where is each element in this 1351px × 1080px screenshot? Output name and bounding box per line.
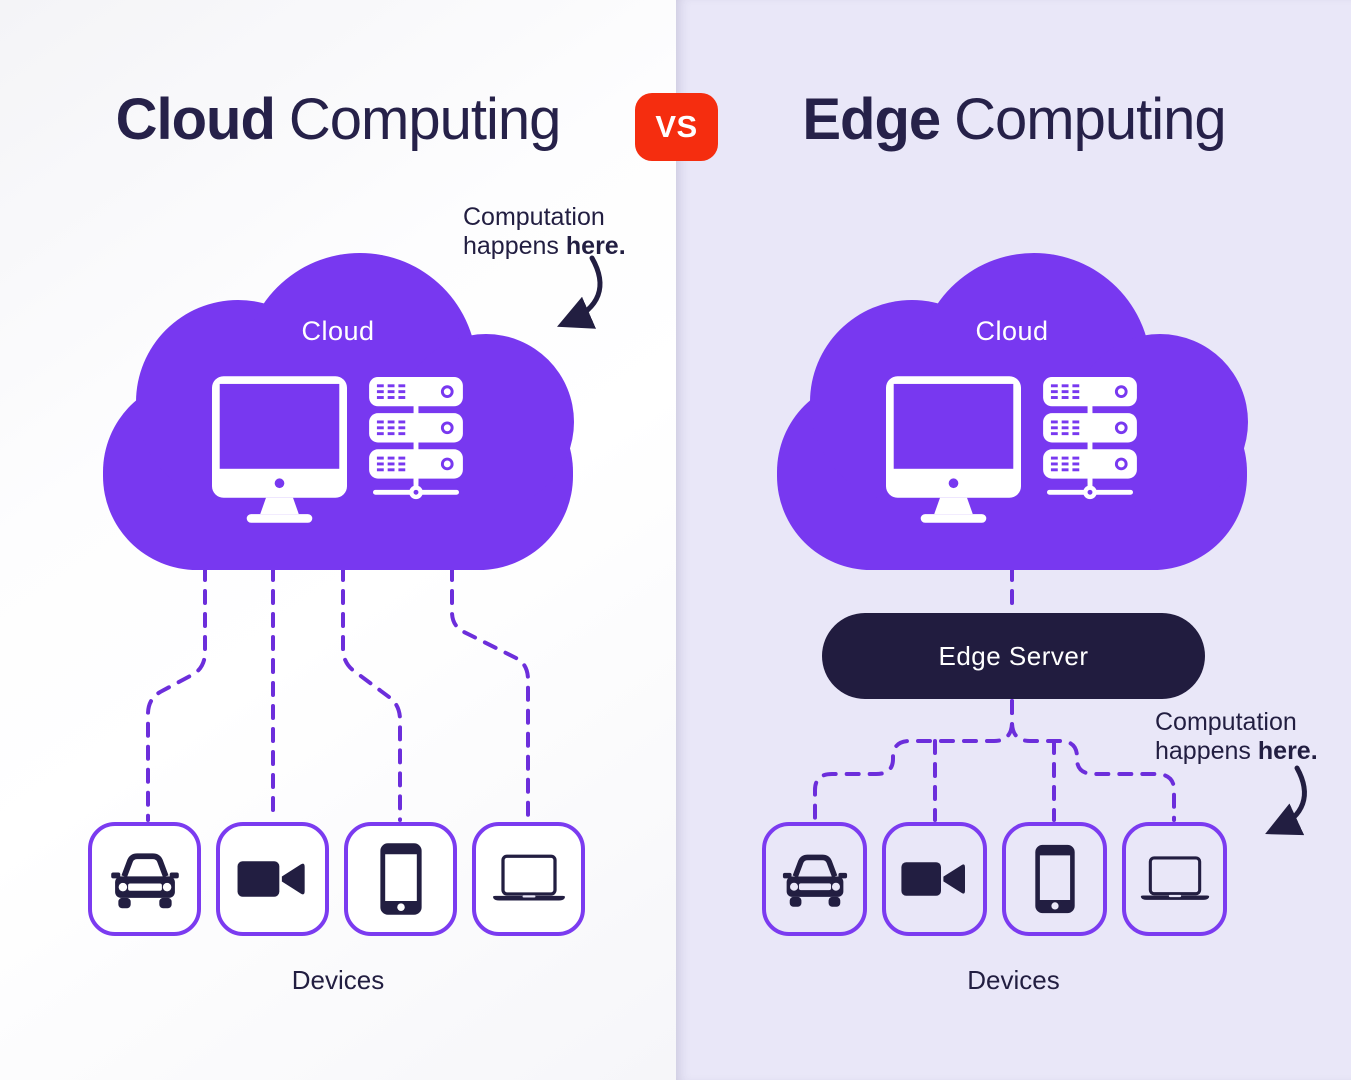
smartphone-icon (379, 843, 422, 915)
annotation-line2: happens (463, 232, 559, 260)
edge-server-label: Edge Server (938, 640, 1089, 671)
car-icon (110, 853, 179, 909)
left-title-rest: Computing (288, 87, 561, 152)
smartphone-icon (1034, 844, 1075, 914)
car-icon (782, 854, 847, 907)
cloud-label: Cloud (975, 316, 1049, 346)
cloud-label: Cloud (301, 316, 375, 346)
right-title-rest: Computing (954, 87, 1226, 152)
device-box-smartphone (344, 822, 457, 936)
device-box-car (762, 822, 867, 936)
annotation-line1: Computation (1155, 708, 1297, 736)
left-title-bold: Cloud (115, 87, 276, 152)
cloud-left: Cloud (88, 250, 588, 570)
computation-annotation-left: Computation happens here. (463, 203, 626, 261)
device-box-car (88, 822, 201, 936)
right-title-bold: Edge (802, 87, 941, 152)
vs-badge: VS (635, 93, 718, 161)
device-box-laptop (1122, 822, 1227, 936)
server-rack-icon (369, 377, 463, 500)
devices-label-right: Devices (967, 965, 1060, 995)
device-row-right (762, 822, 1227, 936)
desktop-monitor-icon (886, 376, 1021, 523)
annotation-line2-bold: here. (565, 232, 626, 260)
video-camera-icon (900, 862, 965, 896)
annotation-line1: Computation (463, 203, 605, 231)
desktop-monitor-icon (212, 376, 347, 523)
device-row-left (88, 822, 585, 936)
annotation-line2-bold: here. (1257, 737, 1318, 765)
annotation-line2: happens (1155, 737, 1251, 765)
vs-label: VS (655, 109, 698, 144)
computation-annotation-right: Computation happens here. (1155, 708, 1318, 766)
edge-server-pill: Edge Server (822, 613, 1205, 699)
laptop-icon (492, 854, 565, 901)
devices-label-left: Devices (291, 965, 385, 995)
device-box-video-camera (216, 822, 329, 936)
device-box-laptop (472, 822, 585, 936)
video-camera-icon (237, 861, 305, 897)
server-rack-icon (1043, 377, 1137, 500)
device-box-video-camera (882, 822, 987, 936)
device-box-smartphone (1002, 822, 1107, 936)
laptop-icon (1140, 855, 1209, 900)
cloud-right: Cloud (762, 250, 1262, 570)
